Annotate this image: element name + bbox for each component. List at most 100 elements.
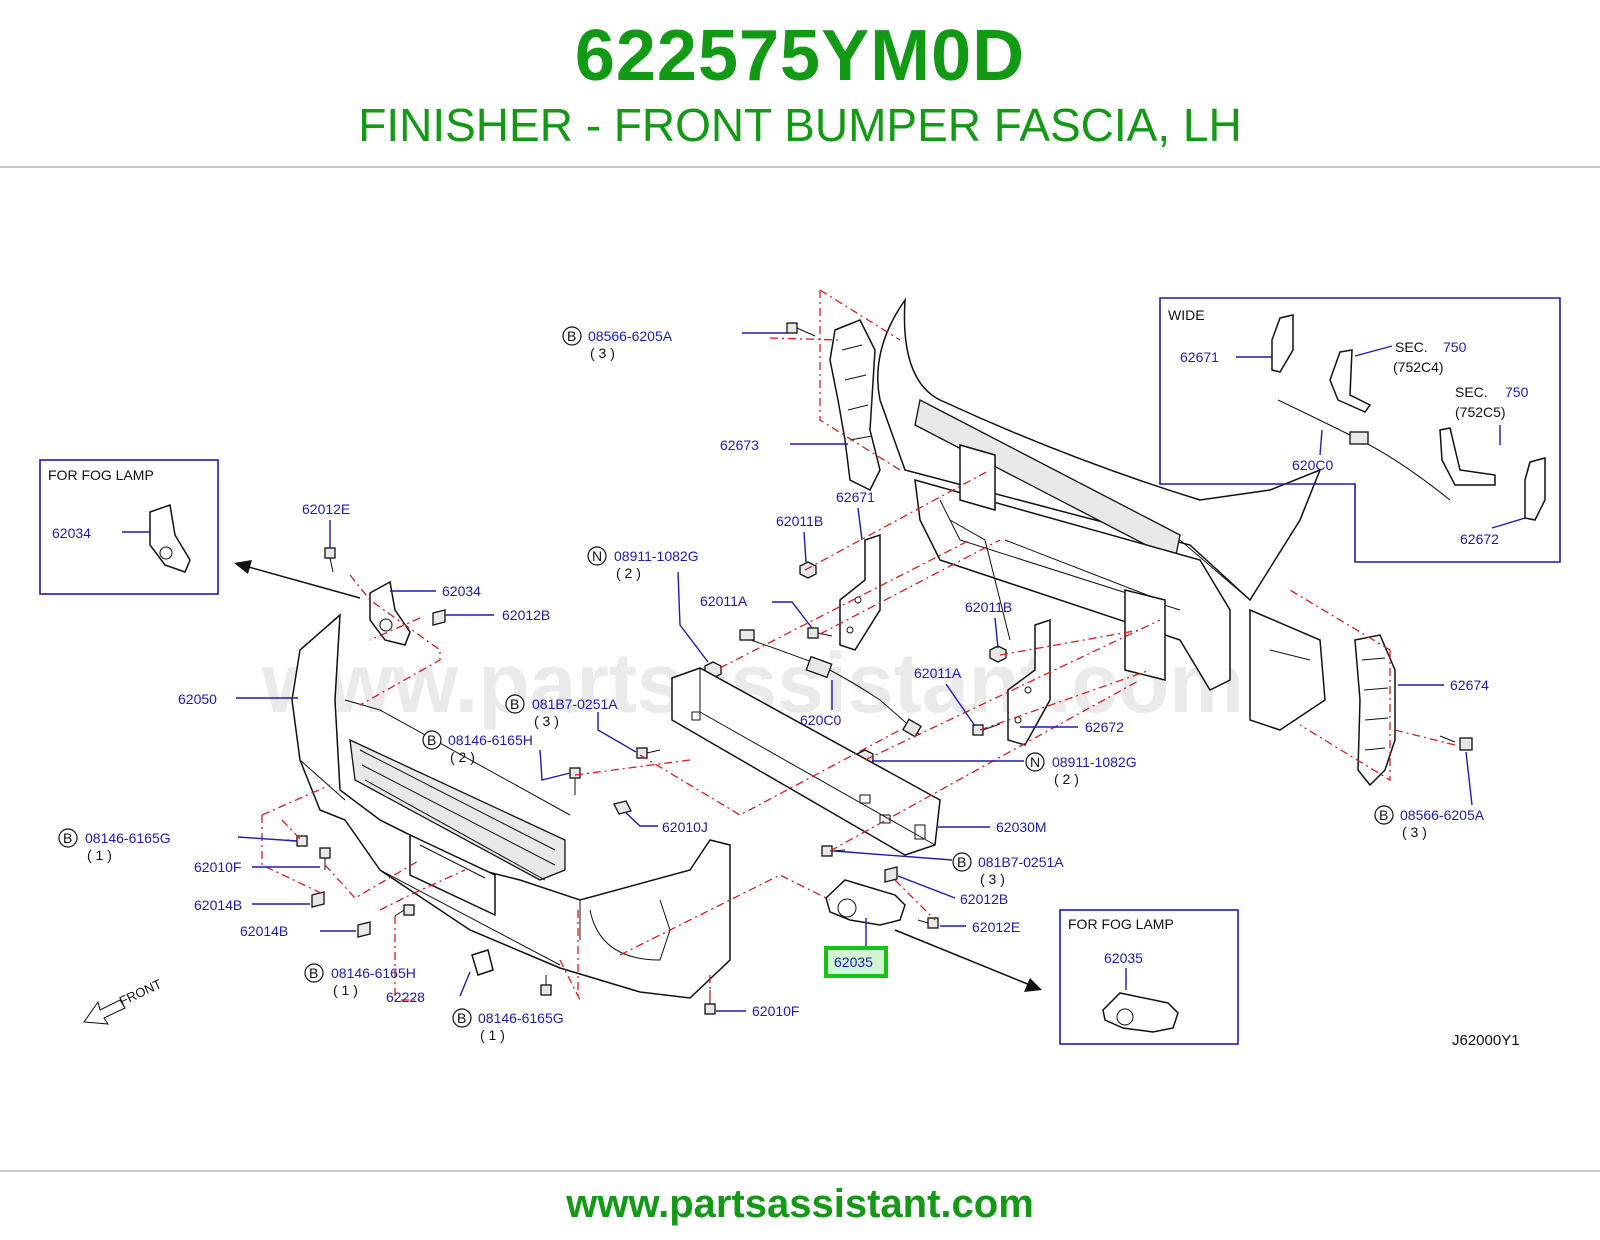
beam-62030M-drawing: [671, 667, 941, 856]
label-081B7-2[interactable]: 081B7-0251A: [978, 854, 1064, 870]
label-08566-bot[interactable]: 08566-6205A: [1400, 807, 1485, 823]
label-62012B-2[interactable]: 62012B: [960, 891, 1008, 907]
inset-wide-sec1: SEC.: [1395, 339, 1428, 355]
inset-wide-bracket-62672: [1524, 457, 1546, 521]
inset-fog-left: [39, 459, 219, 595]
inset-wide-620C0[interactable]: 620C0: [1292, 457, 1333, 473]
arrow-to-fog-right: [894, 929, 1042, 992]
label-62014B-1[interactable]: 62014B: [194, 897, 242, 913]
bracket-62671-drawing: [839, 533, 881, 651]
label-62012E-2[interactable]: 62012E: [972, 919, 1020, 935]
header-divider: [0, 166, 1600, 168]
inset-wide-title: WIDE: [1168, 307, 1205, 323]
badge-n: N: [592, 548, 602, 564]
label-62011B-2[interactable]: 62011B: [965, 599, 1012, 615]
inset-wide-sec2: SEC.: [1455, 384, 1488, 400]
inset-wide-62672[interactable]: 62672: [1460, 531, 1499, 547]
label-08146-G2[interactable]: 08146-6165G: [478, 1010, 564, 1026]
inset-wide-sec1-num[interactable]: 750: [1443, 339, 1467, 355]
bracket-62673-drawing: [829, 319, 881, 492]
bolt-08566-top-drawing: [786, 322, 816, 337]
inset-fog-right-drawing: [1102, 992, 1179, 1033]
badge-b: B: [510, 696, 519, 712]
page-title: 622575YM0D: [574, 16, 1026, 96]
front-direction-arrow: FRONT: [83, 976, 164, 1025]
label-62035-highlight[interactable]: 62035: [834, 954, 873, 970]
inset-wide-bracket-752C4: [1329, 349, 1372, 413]
vehicle-frame-drawing: [877, 297, 1326, 731]
assembly-dashed-lines: [261, 289, 1456, 1004]
label-62673[interactable]: 62673: [720, 437, 759, 453]
badge-b: B: [957, 854, 966, 870]
callout-labels: B 08566-6205A ( 3 ) 62673 62671 62011B N…: [58, 326, 1520, 1049]
qty-08146-G2: ( 1 ): [480, 1027, 505, 1043]
qty-08566-top: ( 3 ): [590, 345, 615, 361]
label-08146-H2[interactable]: 08146-6165H: [331, 965, 416, 981]
label-62010F-1[interactable]: 62010F: [194, 859, 241, 875]
badge-b: B: [427, 732, 436, 748]
qty-081B7-1: ( 3 ): [534, 713, 559, 729]
qty-081B7-2: ( 3 ): [980, 871, 1005, 887]
footer-website-link[interactable]: www.partsassistant.com: [566, 1182, 1034, 1226]
harness-620C0-drawing: [739, 629, 922, 738]
part-description: FINISHER - FRONT BUMPER FASCIA, LH: [358, 99, 1242, 151]
label-62674[interactable]: 62674: [1450, 677, 1489, 693]
label-08911-top[interactable]: 08911-1082G: [614, 548, 699, 564]
front-label: FRONT: [117, 976, 164, 1009]
bumper-fascia-62050-drawing: [291, 613, 731, 999]
parts-diagram: www.partsassistant.com: [39, 289, 1561, 1049]
badge-n: N: [1030, 754, 1040, 770]
fog-bracket-62035-drawing: [825, 879, 906, 926]
qty-08566-bot: ( 3 ): [1402, 824, 1427, 840]
inset-fog-left-title: FOR FOG LAMP: [48, 467, 154, 483]
label-62011A-2[interactable]: 62011A: [914, 665, 962, 681]
fastener-small-drawings: [286, 547, 1007, 1015]
inset-wide-sec2-ref: (752C5): [1455, 404, 1506, 420]
inset-wide-bracket-752C5: [1439, 427, 1496, 486]
qty-08146-H2: ( 1 ): [333, 982, 358, 998]
bolt-08566-bottom-drawing: [1439, 735, 1473, 751]
badge-b: B: [567, 328, 576, 344]
label-081B7-1[interactable]: 081B7-0251A: [532, 696, 618, 712]
footer-divider: [0, 1170, 1600, 1172]
inset-fog-left-drawing: [149, 503, 191, 573]
inset-fog-right-part[interactable]: 62035: [1104, 950, 1143, 966]
label-62672[interactable]: 62672: [1085, 719, 1124, 735]
inset-wide-sec1-ref: (752C4): [1393, 359, 1444, 375]
label-08146-H1[interactable]: 08146-6165H: [448, 732, 533, 748]
label-62050[interactable]: 62050: [178, 691, 217, 707]
label-62671[interactable]: 62671: [836, 489, 875, 505]
inset-fog-left-part[interactable]: 62034: [52, 525, 91, 541]
badge-b: B: [457, 1010, 466, 1026]
qty-08911-top: ( 2 ): [616, 565, 641, 581]
label-62228[interactable]: 62228: [386, 989, 425, 1005]
inset-wide-sec2-num[interactable]: 750: [1505, 384, 1529, 400]
badge-b: B: [1379, 807, 1388, 823]
arrow-to-fog-left: [234, 560, 361, 599]
label-62012B-1[interactable]: 62012B: [502, 607, 550, 623]
label-62014B-2[interactable]: 62014B: [240, 923, 288, 939]
highlight-box-62035[interactable]: [824, 946, 888, 978]
label-62011A-1[interactable]: 62011A: [700, 593, 748, 609]
badge-b: B: [63, 830, 72, 846]
inset-fog-right: [1059, 909, 1239, 1045]
qty-08146-H1: ( 2 ): [450, 749, 475, 765]
label-620C0[interactable]: 620C0: [800, 712, 841, 728]
badge-b: B: [309, 965, 318, 981]
label-62010F-2[interactable]: 62010F: [752, 1003, 799, 1019]
label-08566-top[interactable]: 08566-6205A: [588, 328, 673, 344]
label-62030M[interactable]: 62030M: [996, 819, 1047, 835]
label-62011B-1[interactable]: 62011B: [776, 513, 823, 529]
cap-62228-drawing: [471, 949, 494, 976]
qty-08911-bot: ( 2 ): [1054, 771, 1079, 787]
label-08146-G1[interactable]: 08146-6165G: [85, 830, 171, 846]
inset-wide: [1159, 297, 1561, 563]
label-08911-bot[interactable]: 08911-1082G: [1052, 754, 1137, 770]
label-62010J[interactable]: 62010J: [662, 819, 708, 835]
diagram-code: J62000Y1: [1452, 1032, 1520, 1049]
inset-wide-62671[interactable]: 62671: [1180, 349, 1219, 365]
label-62034[interactable]: 62034: [442, 583, 481, 599]
label-62012E-1[interactable]: 62012E: [302, 501, 350, 517]
qty-08146-G1: ( 1 ): [87, 847, 112, 863]
inset-fog-right-title: FOR FOG LAMP: [1068, 916, 1174, 932]
